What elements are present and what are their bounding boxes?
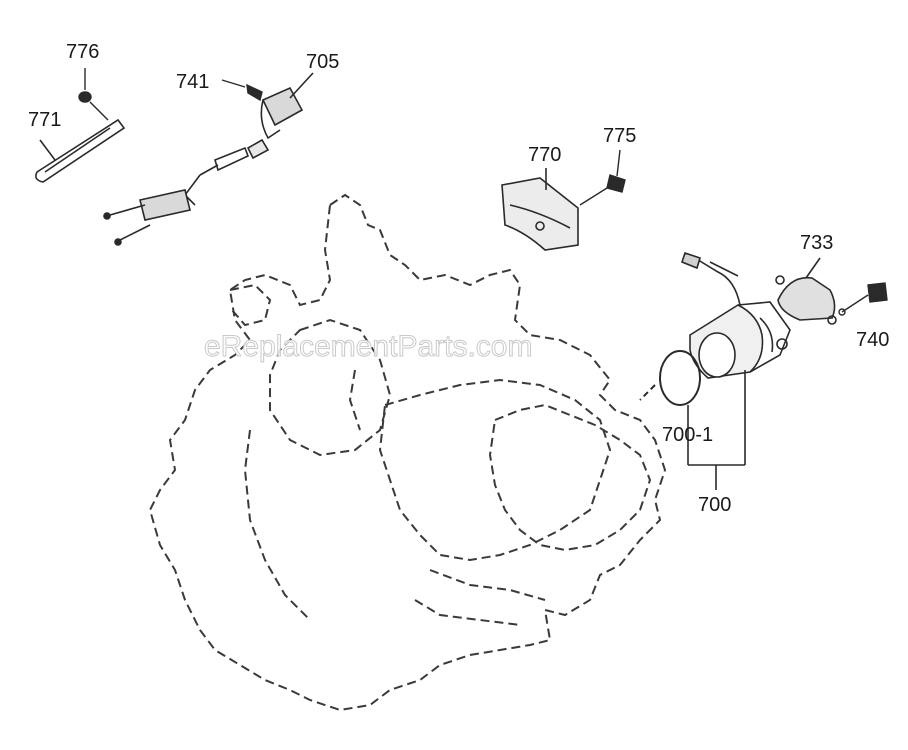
label-700: 700	[698, 494, 732, 516]
label-733: 733	[800, 232, 834, 254]
label-771: 771	[28, 109, 62, 131]
label-776: 776	[66, 41, 100, 63]
part-700-starter	[681, 251, 791, 379]
part-770-plate	[501, 168, 579, 251]
label-705: 705	[306, 51, 340, 73]
part-741-screw	[221, 79, 263, 102]
label-775: 775	[603, 125, 637, 147]
part-776-screw	[78, 68, 109, 121]
part-700-1-oring	[639, 350, 701, 406]
part-740-bolt	[838, 282, 888, 316]
part-705-harness	[103, 72, 314, 246]
part-771-bracket	[35, 118, 126, 183]
engine-outline	[148, 193, 667, 712]
label-741: 741	[176, 71, 210, 93]
label-700-1: 700-1	[662, 424, 714, 446]
label-740: 740	[856, 329, 890, 351]
watermark-text: eReplacementParts.com	[203, 330, 533, 364]
callout-lines	[687, 370, 746, 490]
part-733-cover	[775, 257, 837, 325]
label-770: 770	[528, 144, 562, 166]
part-775-screw	[579, 149, 626, 206]
